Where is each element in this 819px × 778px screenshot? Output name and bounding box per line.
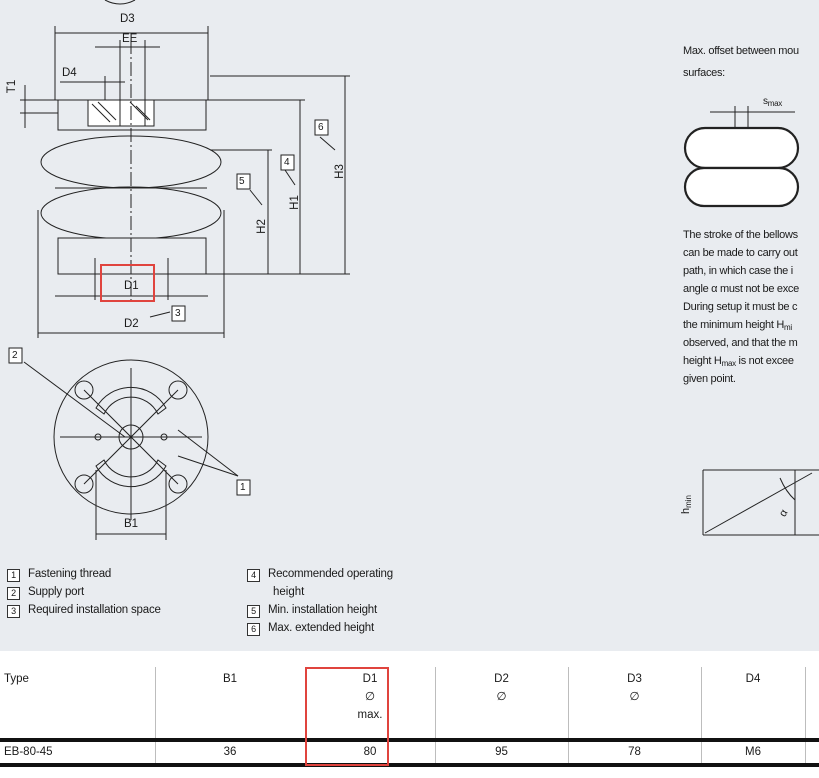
cell-d3: 78 — [568, 740, 702, 767]
bellows-drawing — [8, 0, 819, 540]
callout-3: 3 — [175, 308, 181, 319]
stroke-text-line1: The stroke of the bellows — [683, 229, 798, 241]
header-d1: D1∅max. — [305, 667, 436, 740]
offset-text-line1: Max. offset between mou — [683, 45, 799, 57]
dim-label-h2: H2 — [255, 219, 268, 234]
header-b1: B1 — [155, 667, 306, 740]
header-d3: D3∅ — [568, 667, 702, 740]
callout-5: 5 — [239, 176, 245, 187]
dim-label-d4: D4 — [62, 67, 77, 79]
callout-4: 4 — [284, 157, 290, 168]
cell-d4: M6 — [701, 740, 806, 767]
callout-6: 6 — [318, 122, 324, 133]
stroke-text-line6: the minimum height Hmi — [683, 319, 792, 332]
cell-b1: 36 — [155, 740, 306, 767]
legend-item-4-continued: height — [273, 586, 305, 598]
cell-d1: 80 — [305, 740, 436, 767]
stroke-text-line8: height Hmax is not excee — [683, 355, 794, 368]
stroke-text-line5: During setup it must be c — [683, 301, 798, 313]
hmin-label: hmin — [680, 494, 694, 515]
cell-d2: 95 — [435, 740, 569, 767]
technical-drawing-area: D3 EE D4 T1 H3 H1 H2 D1 D2 B1 5 4 6 3 2 … — [0, 0, 819, 651]
dim-label-t1: T1 — [6, 79, 19, 94]
stroke-text-line4: angle α must not be exce — [683, 283, 799, 295]
s-max-label: smax — [763, 96, 782, 108]
dim-label-b1: B1 — [124, 518, 139, 530]
header-d2: D2∅ — [435, 667, 569, 740]
header-extra — [805, 667, 819, 740]
stroke-text-line9: given point. — [683, 373, 736, 385]
dim-label-h3: H3 — [333, 164, 346, 179]
callout-2: 2 — [12, 350, 18, 361]
dim-label-d2: D2 — [124, 318, 139, 330]
header-d4: D4 — [701, 667, 806, 740]
stroke-text-line2: can be made to carry out — [683, 247, 798, 259]
offset-text-line2: surfaces: — [683, 67, 725, 79]
cell-extra — [805, 740, 819, 767]
callout-1: 1 — [240, 482, 246, 493]
dim-label-ee: EE — [122, 33, 138, 45]
dim-label-h1: H1 — [288, 195, 301, 210]
stroke-text-line3: path, in which case the i — [683, 265, 793, 277]
table-row: EB-80-45 36 80 95 78 M6 — [0, 740, 819, 767]
header-type: Type — [0, 667, 156, 740]
dim-label-d1: D1 — [124, 280, 139, 292]
stroke-text-line7: observed, and that the m — [683, 337, 798, 349]
cell-type: EB-80-45 — [0, 740, 156, 767]
dim-label-d3: D3 — [120, 13, 135, 25]
table-header: Type B1 D1∅max. D2∅ D3∅ D4 — [0, 667, 819, 740]
dimensions-table: Type B1 D1∅max. D2∅ D3∅ D4 EB-80-45 36 8… — [0, 667, 819, 767]
